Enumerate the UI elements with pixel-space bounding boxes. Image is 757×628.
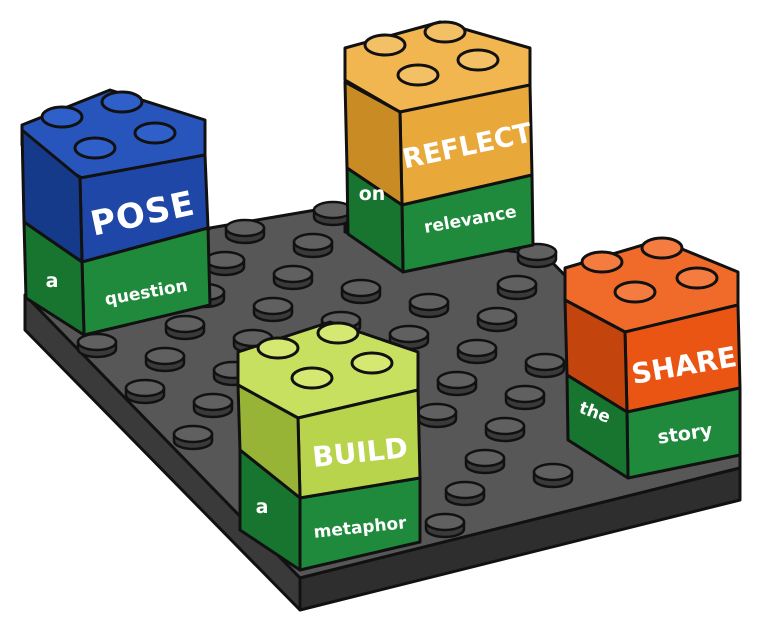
reflect-block: REFLECT on relevance <box>345 22 535 272</box>
reflect-left-text: on <box>359 183 386 205</box>
pose-left-text: a <box>46 270 59 292</box>
plate-stud <box>418 404 456 420</box>
pose-block: POSE a question <box>22 90 210 335</box>
plate-stud <box>410 294 448 310</box>
plate-stud <box>486 418 524 434</box>
plate-stud <box>534 464 572 480</box>
plate-stud <box>342 280 380 296</box>
plate-stud <box>426 514 464 530</box>
plate-stud <box>446 482 484 498</box>
plate-stud <box>226 220 264 236</box>
plate-stud <box>506 386 544 402</box>
share-block: SHARE the story <box>565 238 740 478</box>
plate-stud <box>294 234 332 250</box>
build-left-text: a <box>256 496 269 518</box>
plate-stud <box>206 252 244 268</box>
plate-stud <box>478 308 516 324</box>
plate-stud <box>254 298 292 314</box>
plate-stud <box>526 354 564 370</box>
plate-stud <box>174 426 212 442</box>
plate-stud <box>390 326 428 342</box>
plate-stud <box>466 450 504 466</box>
plate-stud <box>166 316 204 332</box>
plate-stud <box>274 266 312 282</box>
plate-stud <box>194 394 232 410</box>
plate-stud <box>498 276 536 292</box>
plate-stud <box>458 340 496 356</box>
plate-stud <box>126 380 164 396</box>
plate-stud <box>146 348 184 364</box>
plate-stud <box>438 372 476 388</box>
build-block: BUILD a metaphor <box>238 322 420 570</box>
